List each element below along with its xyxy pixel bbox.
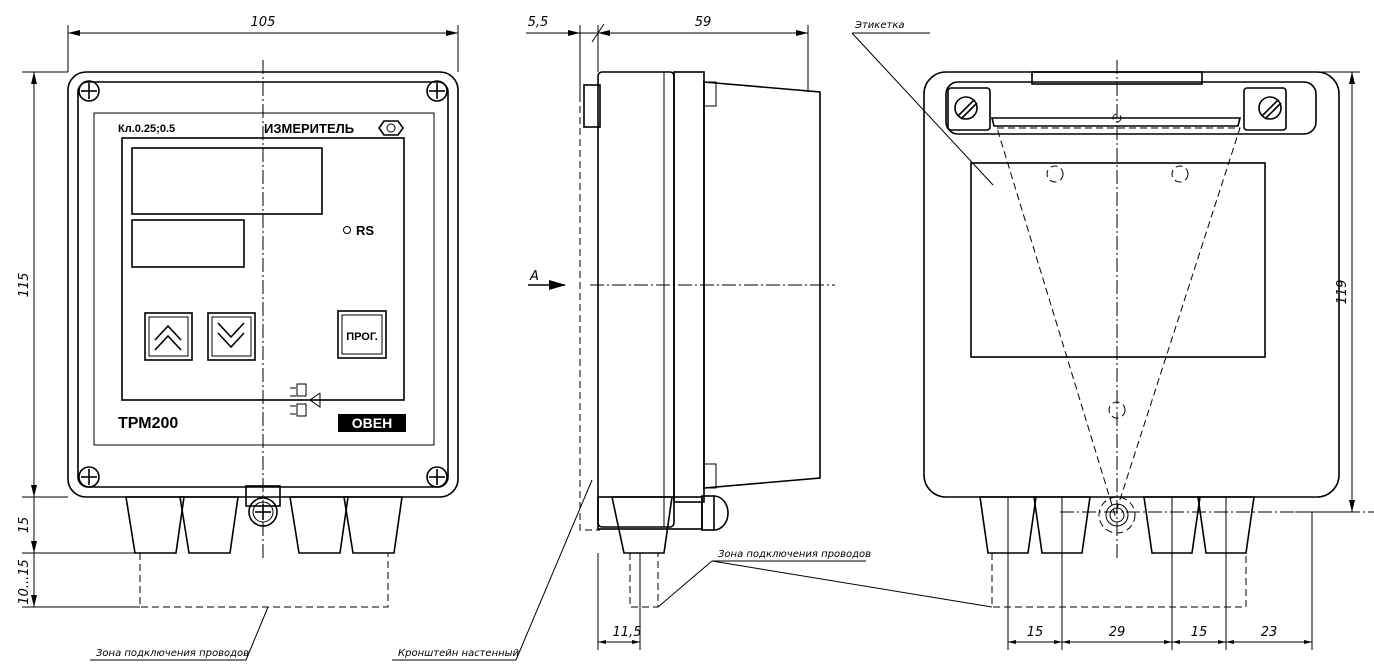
rs-label: RS <box>356 223 374 238</box>
view-arrow-icon <box>549 280 566 290</box>
front-cable-glands <box>125 496 403 554</box>
rear-right-screw-icon <box>1243 87 1287 131</box>
side-front-cover <box>597 71 675 528</box>
dim-front-height: 115 <box>17 273 32 298</box>
rear-slot <box>990 117 1242 127</box>
bottom-screw-icon <box>245 485 281 527</box>
sensor-symbol-icon <box>278 383 352 417</box>
dim-side-depth: 59 <box>695 15 712 30</box>
prog-button-label: ПРОГ. <box>346 331 378 343</box>
rear-view <box>923 60 1374 608</box>
rear-left-screw-icon <box>947 87 991 131</box>
chevron-up-icon <box>154 324 182 341</box>
rear-housing <box>923 71 1340 498</box>
rear-bottom-screw-icon <box>1098 496 1136 534</box>
dim-gland-height: 15 <box>17 517 32 534</box>
screw-icon <box>426 466 448 488</box>
side-base <box>673 71 705 503</box>
dim-rear-pitch-2: 29 <box>1109 625 1126 640</box>
screw-icon <box>78 80 100 102</box>
prog-button[interactable]: ПРОГ. <box>337 310 387 359</box>
rear-dimensions: Этикетка 119 15 29 15 23 <box>711 20 1360 650</box>
side-wire-zone <box>629 553 659 608</box>
dim-side-offset: 5,5 <box>528 15 549 30</box>
chevron-down-icon <box>217 322 245 339</box>
down-button[interactable] <box>207 312 256 361</box>
rear-hidden-bracket <box>996 127 1241 517</box>
dim-side-gland-width: 11,5 <box>613 625 642 640</box>
dim-rear-pitch-3: 15 <box>1191 625 1208 640</box>
side-view: A <box>528 71 835 608</box>
wall-bracket-outline <box>579 95 600 531</box>
bracket-top-tab <box>583 84 601 128</box>
rear-cable-glands <box>979 496 1255 554</box>
side-wire-zone-label: Зона подключения проводов <box>718 549 871 560</box>
label-sticker <box>970 162 1266 358</box>
rs-led-icon <box>343 226 351 234</box>
accuracy-class-label: Кл.0.25;0.5 <box>118 123 175 135</box>
brand-logo-text: ОВЕН <box>352 415 392 431</box>
certification-mark-icon <box>378 120 404 136</box>
front-wire-zone <box>139 553 389 608</box>
screw-icon <box>78 466 100 488</box>
front-dimensions: 105 115 15 10...15 Зона подключения пров… <box>17 15 459 661</box>
rear-mount-bar <box>945 81 1317 135</box>
label-sticker-annotation: Этикетка <box>854 20 905 31</box>
lower-display <box>131 219 245 268</box>
brand-logo: ОВЕН <box>338 414 406 432</box>
screw-icon <box>426 80 448 102</box>
rear-wire-zone <box>991 553 1247 608</box>
dim-rear-pitch-4: 23 <box>1261 625 1278 640</box>
wall-bracket-label: Кронштейн настенный <box>398 648 520 659</box>
device-title: ИЗМЕРИТЕЛЬ <box>264 121 354 136</box>
front-wire-zone-label: Зона подключения проводов <box>96 648 249 659</box>
side-rear-shell <box>703 81 821 489</box>
side-bottom-screw-icon <box>701 495 729 531</box>
model-label: ТРМ200 <box>118 415 178 432</box>
dim-front-width: 105 <box>251 15 276 30</box>
dim-rear-pitch-1: 15 <box>1027 625 1044 640</box>
front-corner-screws <box>78 80 448 488</box>
up-button[interactable] <box>144 312 193 361</box>
dim-wire-zone-height: 10...15 <box>17 559 32 604</box>
front-panel <box>93 112 435 446</box>
view-arrow-label: A <box>529 269 539 284</box>
side-dimensions: 5,5 59 11,5 Зона подключения проводов Кр… <box>392 15 871 661</box>
front-view: RS ПРОГ. Кл.0.25;0.5 ИЗМЕРИТЕЛЬ Т <box>67 60 459 608</box>
upper-display <box>131 147 323 215</box>
dim-rear-height: 119 <box>1335 280 1350 305</box>
side-cable-gland <box>611 496 673 554</box>
